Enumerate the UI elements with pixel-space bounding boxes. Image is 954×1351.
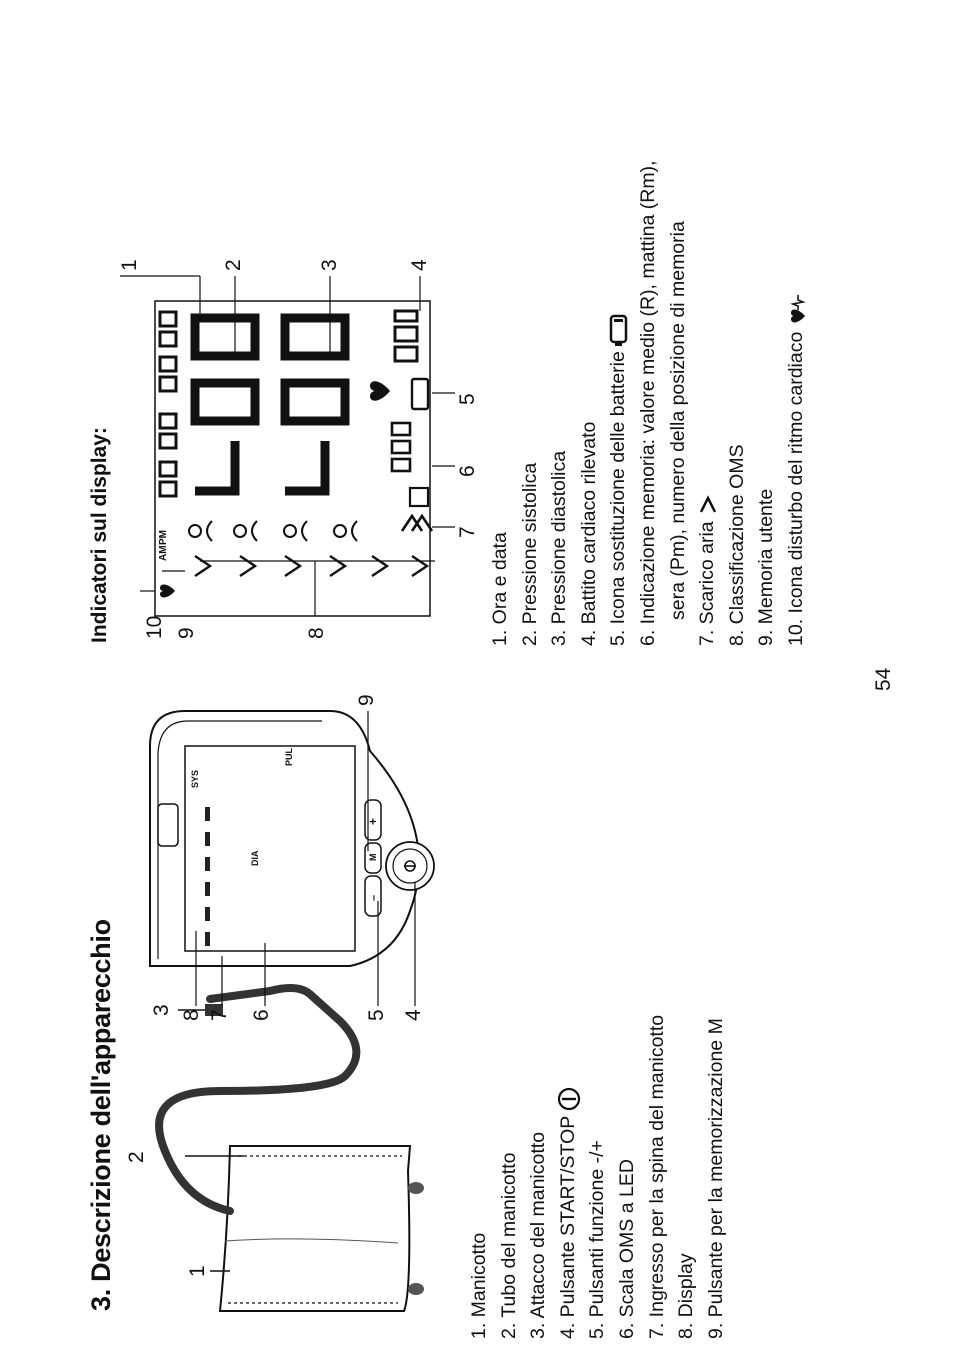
memory-digits — [390, 421, 412, 473]
display-callout-3: 3 — [318, 259, 341, 271]
device-parts-list: 1. Manicotto 2. Tubo del manicotto 3. At… — [465, 1015, 731, 1339]
pulse-digits — [393, 309, 419, 363]
user-memory-icons — [188, 520, 358, 542]
cuff-connector — [205, 1004, 223, 1016]
list-item: 4. Pulsante START/STOP — [554, 1015, 584, 1339]
lcd-frame — [154, 300, 431, 617]
systolic-digits — [190, 313, 260, 496]
display-callout-2: 2 — [222, 259, 245, 271]
battery-icon — [609, 314, 628, 346]
arrhythmia-display-icon — [160, 584, 175, 598]
power-icon — [557, 1087, 580, 1110]
cuff-tube — [155, 983, 361, 1215]
cuff-illustration — [155, 983, 424, 1312]
time-date-digits — [158, 310, 178, 498]
button-panel — [364, 799, 435, 917]
heart-icon — [370, 381, 390, 401]
oms-chevrons — [194, 555, 430, 577]
battery-indicator — [410, 377, 430, 411]
display-callout-9: 9 — [175, 627, 198, 639]
cuff-body — [218, 1145, 424, 1312]
memory-box — [408, 486, 430, 508]
display-callout-5: 5 — [456, 393, 479, 405]
list-item: 7. Scarico aria — [693, 161, 723, 646]
arrhythmia-icon — [789, 295, 806, 323]
pm-label: PM — [158, 530, 169, 545]
monitor-display — [184, 745, 356, 952]
page-number: 54 — [872, 667, 895, 691]
diastolic-digits — [280, 313, 350, 496]
display-callout-10: 10 — [143, 615, 166, 639]
monitor-illustration — [149, 710, 435, 1006]
air-release-icon — [699, 495, 717, 513]
display-callout-4: 4 — [408, 259, 431, 271]
display-callout-1: 1 — [118, 259, 141, 271]
display-indicators-list: 1. Ora e data 2. Pressione sistolica 3. … — [486, 161, 812, 647]
display-callout-8: 8 — [305, 627, 328, 639]
list-item: 5. Icona sostituzione delle batterie — [604, 161, 634, 646]
display-callout-7: 7 — [456, 526, 479, 538]
oms-led-scale — [205, 807, 210, 946]
display-callout-6: 6 — [456, 465, 479, 477]
list-item: 10. Icona disturbo del ritmo cardiaco — [782, 161, 812, 646]
air-release-symbol — [400, 513, 434, 532]
am-label: AM — [158, 545, 169, 561]
